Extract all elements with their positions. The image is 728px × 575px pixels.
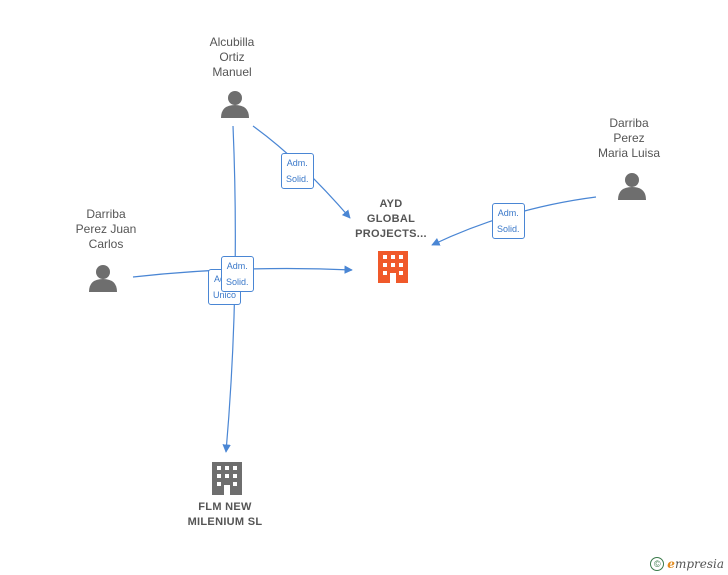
person-icon[interactable] [618, 173, 646, 200]
copyright-icon: © [650, 557, 665, 571]
edge-label-maria-ayd: Adm. Solid. [492, 203, 525, 239]
building-icon[interactable] [378, 251, 408, 283]
footer-brand: © empresia [650, 557, 724, 571]
person-icon[interactable] [221, 91, 249, 118]
person-icon[interactable] [89, 265, 117, 292]
person-label-alcubilla[interactable]: Alcubilla Ortiz Manuel [209, 35, 255, 79]
company-label-ayd[interactable]: AYD GLOBAL PROJECTS... [355, 198, 427, 240]
building-icon[interactable] [212, 462, 242, 495]
person-label-darriba-juan[interactable]: Darriba Perez Juan Carlos [75, 207, 137, 251]
company-label-flm[interactable]: FLM NEW MILENIUM SL [187, 501, 263, 528]
edge-label-alcubilla-ayd: Adm. Solid. [281, 153, 314, 189]
brand-logo: empresia [667, 557, 724, 571]
edge-label-juan-ayd: Adm. Solid. [221, 256, 254, 292]
person-label-darriba-maria[interactable]: Darriba Perez Maria Luisa [597, 116, 661, 160]
